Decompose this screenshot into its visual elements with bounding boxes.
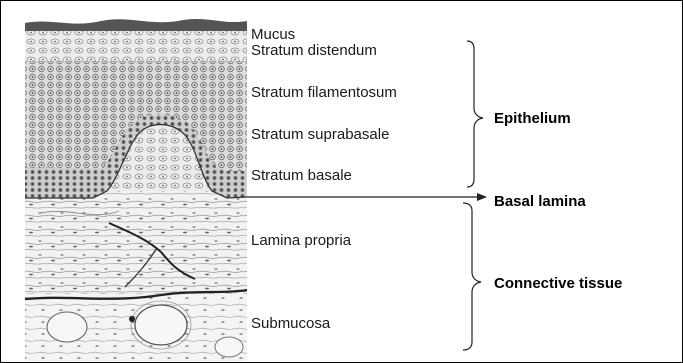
label-lamina-propria: Lamina propria (251, 233, 351, 248)
epithelium-bracket (467, 41, 483, 187)
label-stratum-basale: Stratum basale (251, 168, 352, 183)
label-epithelium: Epithelium (494, 111, 571, 126)
label-stratum-distendum: Stratum distendum (251, 43, 377, 58)
label-basal-lamina: Basal lamina (494, 194, 586, 209)
label-mucus: Mucus (251, 27, 295, 42)
connective-tissue-bracket (463, 203, 481, 350)
label-stratum-filamentosum: Stratum filamentosum (251, 85, 397, 100)
label-submucosa: Submucosa (251, 316, 330, 331)
label-connective-tissue: Connective tissue (494, 276, 622, 291)
label-stratum-suprabasale: Stratum suprabasale (251, 127, 389, 142)
basal-lamina-arrowhead (477, 193, 487, 201)
